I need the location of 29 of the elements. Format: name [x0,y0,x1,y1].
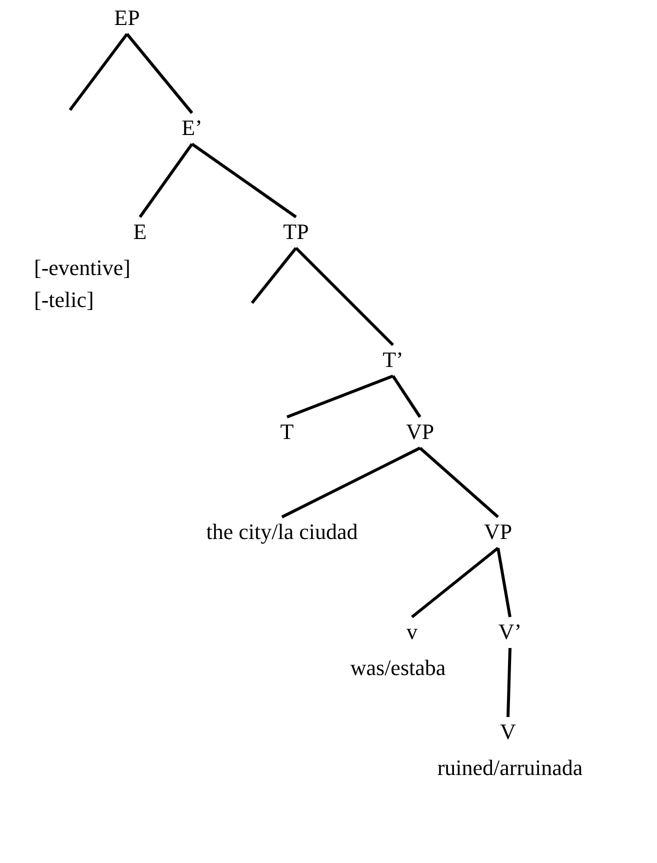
tree-label: v [406,619,418,645]
tree-label: VP [406,419,434,445]
tree-label: E’ [182,115,202,141]
tree-label: VP [484,519,512,545]
feature-label: [-telic] [34,287,94,313]
tree-branch [411,546,499,618]
tree-branch [250,247,298,304]
tree-branch [286,374,394,418]
tree-label: T’ [382,347,404,373]
tree-label: E [133,219,147,245]
tree-branch [392,375,422,418]
tree-branch [68,33,128,111]
tree-branch [496,548,512,618]
tree-label: TP [283,219,309,245]
tree-label: V [500,719,516,745]
tree-label: EP [114,5,140,31]
tree-branch [281,446,421,518]
tree-branch [419,446,499,518]
tree-label: V’ [498,619,522,645]
tree-branch [138,143,194,218]
feature-label: [-eventive] [34,255,130,281]
tree-branch [294,246,394,346]
tree-branch [126,33,194,114]
feature-label: ruined/arruinada [437,755,583,781]
tree-branch [191,142,297,218]
feature-label: was/estaba [350,655,446,681]
tree-label: T [280,419,294,445]
tree-branch [506,648,512,718]
tree-label: the city/la ciudad [206,519,358,545]
